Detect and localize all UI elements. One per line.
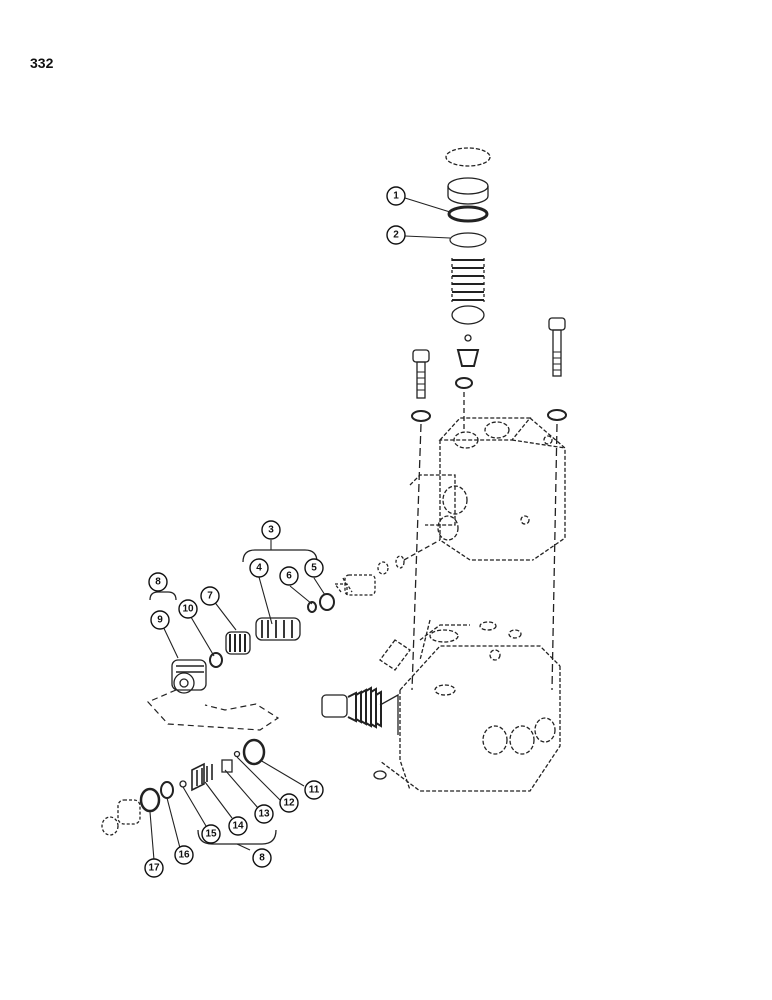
upper-valve-body xyxy=(409,417,566,561)
svg-text:11: 11 xyxy=(309,785,320,796)
leader-lines xyxy=(149,197,451,861)
svg-text:14: 14 xyxy=(232,821,244,832)
middle-part-row xyxy=(171,539,441,694)
callout-8-lower: 8 xyxy=(252,848,272,868)
svg-text:16: 16 xyxy=(178,850,190,861)
callout-2: 2 xyxy=(386,225,406,245)
callout-16: 16 xyxy=(174,845,194,865)
callout-4: 4 xyxy=(249,558,269,578)
callout-13: 13 xyxy=(254,804,274,824)
svg-text:1: 1 xyxy=(393,191,399,202)
svg-text:12: 12 xyxy=(283,798,295,809)
callout-1: 1 xyxy=(386,186,406,206)
lower-valve-body xyxy=(379,619,561,792)
callout-11: 11 xyxy=(304,780,324,800)
svg-text:3: 3 xyxy=(268,525,274,536)
page-number: 332 xyxy=(30,55,54,71)
bracket-3 xyxy=(242,549,318,563)
callout-17: 17 xyxy=(144,858,164,878)
callout-3: 3 xyxy=(261,520,281,540)
callout-7: 7 xyxy=(200,586,220,606)
callout-12: 12 xyxy=(279,793,299,813)
callout-8-upper: 8 xyxy=(148,572,168,592)
svg-text:17: 17 xyxy=(148,863,160,874)
assembly-path xyxy=(146,689,280,731)
callout-5: 5 xyxy=(304,558,324,578)
svg-text:8: 8 xyxy=(155,577,161,588)
svg-text:10: 10 xyxy=(182,604,194,615)
svg-text:8: 8 xyxy=(259,853,265,864)
svg-text:2: 2 xyxy=(393,230,399,241)
lower-body-fitting xyxy=(321,686,399,780)
callout-14: 14 xyxy=(228,816,248,836)
svg-text:7: 7 xyxy=(207,591,213,602)
svg-text:13: 13 xyxy=(258,809,270,820)
callout-6: 6 xyxy=(279,566,299,586)
callout-9: 9 xyxy=(150,610,170,630)
svg-text:4: 4 xyxy=(256,563,262,574)
svg-text:5: 5 xyxy=(311,563,317,574)
top-part-stack xyxy=(445,147,491,430)
svg-text:15: 15 xyxy=(205,829,217,840)
bracket-8-upper xyxy=(149,591,177,601)
svg-text:9: 9 xyxy=(157,615,163,626)
callout-10: 10 xyxy=(178,599,198,619)
callout-15: 15 xyxy=(201,824,221,844)
bolts xyxy=(411,317,567,691)
svg-text:6: 6 xyxy=(286,571,292,582)
